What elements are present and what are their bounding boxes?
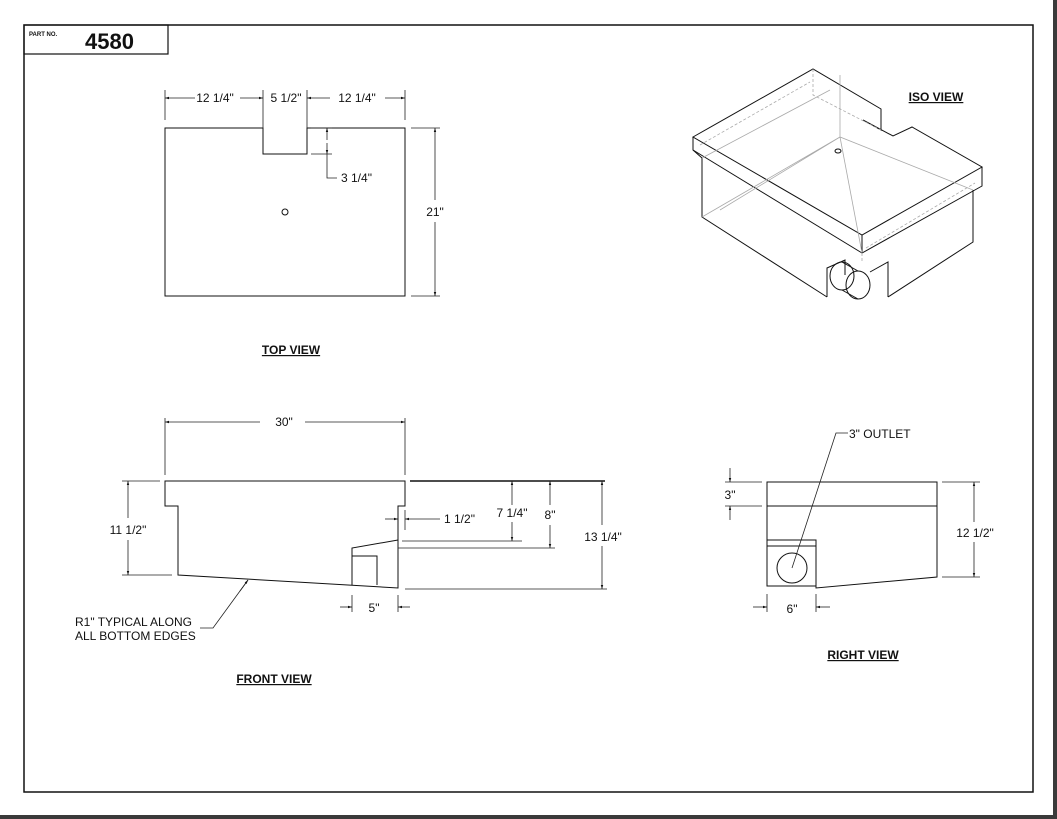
right-view-label: RIGHT VIEW <box>827 648 899 662</box>
edge-note-line2: ALL BOTTOM EDGES <box>75 629 196 643</box>
front-view: 30" 11 1/2" 7 1/4" 8" 13 1/4" 1 1/2" 5" … <box>75 415 622 686</box>
dim-lip: 1 1/2" <box>444 512 475 526</box>
dim-depth: 21" <box>426 205 444 219</box>
dim-top-right: 12 1/4" <box>338 91 376 105</box>
dim-notch-depth: 3 1/4" <box>341 171 372 185</box>
iso-view-label: ISO VIEW <box>909 90 964 104</box>
sheet-border <box>23 24 1034 793</box>
dim-right-outlet-width: 6" <box>787 602 798 616</box>
part-no-label: PART NO. <box>29 32 58 38</box>
outlet-callout: 3" OUTLET <box>849 427 911 441</box>
title-block: PART NO. 4580 <box>23 24 169 55</box>
dim-overall-height: 13 1/4" <box>584 530 622 544</box>
dim-outlet-width: 5" <box>369 601 380 615</box>
front-view-label: FRONT VIEW <box>236 672 312 686</box>
dim-right-height: 12 1/2" <box>956 526 994 540</box>
edge-note-line1: R1" TYPICAL ALONG <box>75 615 192 629</box>
part-number: 4580 <box>85 29 134 54</box>
right-view: 3" OUTLET 3" 12 1/2" 6" RIGHT VIEW <box>725 427 994 662</box>
top-view: 12 1/4" 5 1/2" 12 1/4" 3 1/4" 21" TOP VI… <box>164 90 444 357</box>
dim-notch-width: 5 1/2" <box>271 91 302 105</box>
dim-body-height: 11 1/2" <box>110 523 147 537</box>
top-view-label: TOP VIEW <box>262 343 321 357</box>
dim-front-width: 30" <box>275 415 293 429</box>
dim-front-d2: 8" <box>545 508 556 522</box>
iso-view: ISO VIEW <box>691 68 984 300</box>
dim-front-d1: 7 1/4" <box>497 506 528 520</box>
dim-top-left: 12 1/4" <box>196 91 234 105</box>
dim-right-lip: 3" <box>725 488 736 502</box>
